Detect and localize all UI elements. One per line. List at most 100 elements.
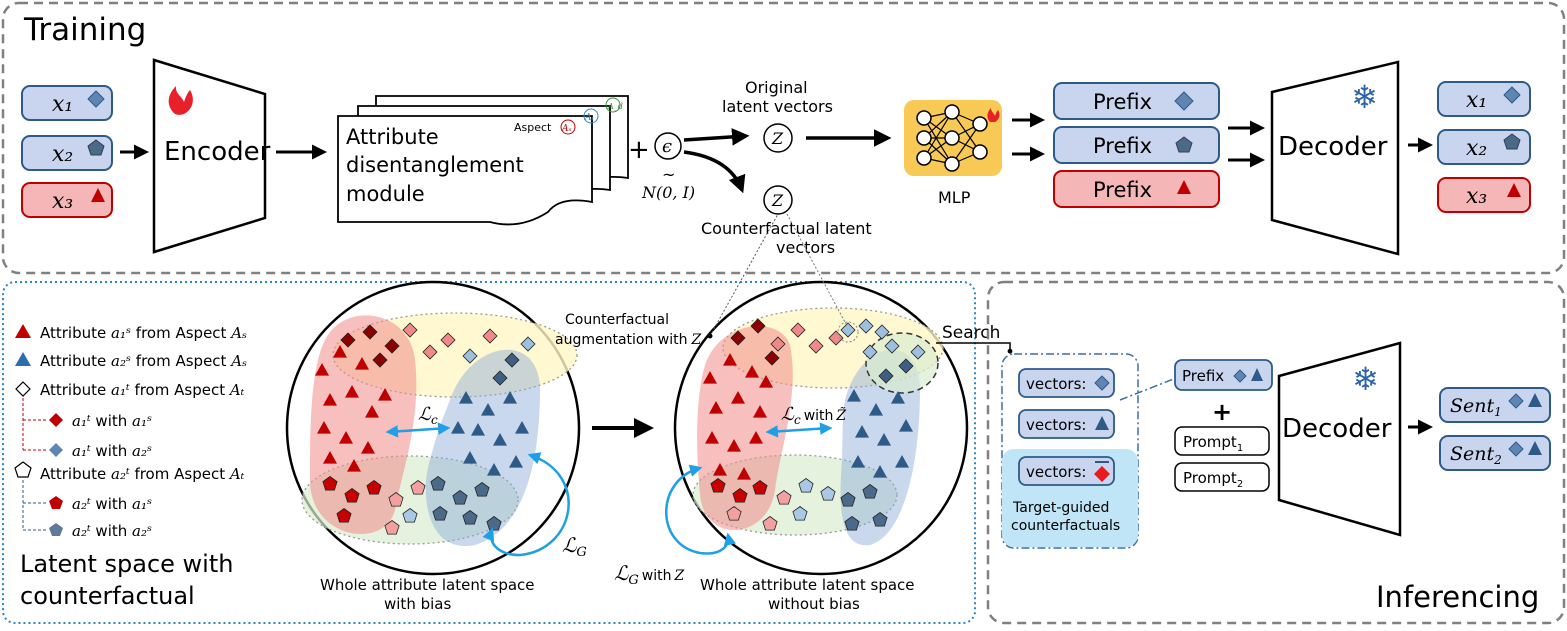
right-diamond-marker [790, 322, 806, 338]
svg-text:disentanglement: disentanglement [346, 153, 524, 177]
right-triangle-marker [727, 439, 741, 452]
left-diamond-marker [504, 352, 520, 368]
legend: Attribute a₁ˢ from Aspect Aₛ Attribute a… [14, 324, 247, 540]
right-pentagon-marker [872, 512, 888, 527]
left-diamond-marker [402, 322, 418, 338]
right-pentagon-marker [752, 480, 768, 495]
arrow-to-original [683, 128, 750, 146]
triangle-icon [1251, 368, 1263, 381]
left-triangle-marker [333, 345, 347, 358]
svg-text:x₂: x₂ [1466, 136, 1487, 161]
left-pentagon-marker [366, 480, 382, 495]
triangle-icon [1177, 180, 1191, 194]
pentagon-icon [87, 139, 105, 156]
lg-arrow-left [482, 452, 570, 557]
left-diamond-marker [384, 338, 400, 354]
pentagon-icon [49, 496, 63, 509]
svg-text:Aₜ: Aₜ [584, 113, 594, 123]
left-triangle-marker [315, 363, 329, 376]
svg-text:Sent2: Sent2 [1450, 443, 1502, 467]
sent-box-1: Sent1 [1439, 387, 1551, 423]
left-triangle-marker [515, 421, 529, 434]
svg-text:x₁: x₁ [52, 92, 73, 117]
pentagon-icon [1175, 136, 1193, 153]
svg-text:without bias: without bias [768, 595, 860, 613]
counterfactual-icon [1094, 466, 1110, 482]
svg-text:x₃: x₃ [52, 189, 73, 214]
svg-text:Z: Z [771, 129, 784, 148]
right-diamond-marker [770, 336, 786, 352]
left-pentagon-marker [344, 488, 360, 503]
svg-text:counterfactuals: counterfactuals [1011, 518, 1120, 534]
decoder-block-inference: ❄ Decoder [1277, 341, 1402, 537]
right-pentagon-marker [840, 492, 856, 507]
diamond-icon [1094, 375, 1110, 391]
counterfactual-highlight [837, 321, 859, 343]
svg-text:Encoder: Encoder [164, 137, 271, 167]
svg-text:Decoder: Decoder [1278, 132, 1388, 162]
left-pentagon-marker [402, 508, 418, 523]
prefix-box-2: Prefix [1053, 126, 1220, 164]
left-triangle-marker [471, 423, 485, 436]
cf-pointer-line-2 [786, 213, 847, 325]
right-triangle-marker [749, 431, 763, 444]
triangle-icon [91, 188, 105, 202]
right-triangle-marker [703, 371, 717, 384]
vector-box-triangle: vectors: [1018, 409, 1115, 439]
svg-text:Prefix: Prefix [1093, 178, 1152, 202]
svg-text:Attribute a₂ˢ from Aspect Aₛ: Attribute a₂ˢ from Aspect Aₛ [40, 352, 247, 370]
svg-text:with bias: with bias [384, 595, 451, 613]
disentanglement-module: Attribute disentanglement module Aspect … [337, 95, 629, 226]
left-diamond-marker [492, 370, 508, 386]
svg-text:ϵ: ϵ [662, 136, 672, 157]
left-triangle-marker [463, 451, 477, 464]
svg-text:a₁ᵗ with a₂ˢ: a₁ᵗ with a₂ˢ [72, 442, 152, 460]
diamond-icon [15, 381, 31, 397]
left-triangle-marker [347, 459, 361, 472]
lg-arrow-right [665, 464, 737, 555]
output-x2: x₂ [1437, 129, 1531, 165]
left-pentagon-marker [322, 476, 338, 491]
right-diamond-marker [898, 358, 914, 374]
svg-text:x₁: x₁ [1466, 88, 1487, 113]
right-diamond-marker [808, 338, 824, 354]
mlp-label: MLP [938, 188, 971, 207]
snowflake-icon: ❄ [1351, 78, 1378, 116]
right-triangle-marker [847, 389, 861, 402]
sent-box-2: Sent2 [1439, 435, 1551, 471]
counterfactual-z-node: Z [763, 185, 793, 215]
right-diamond-marker [884, 338, 900, 354]
snowflake-icon: ❄ [1352, 360, 1379, 398]
right-triangle-marker [851, 455, 865, 468]
svg-text:A_d: A_d [607, 102, 623, 111]
noise-label: N(0, I) [641, 183, 695, 202]
vectors-group [1001, 353, 1139, 549]
svg-text:a₁ᵗ with a₁ˢ: a₁ᵗ with a₁ˢ [72, 412, 152, 430]
left-triangle-marker [503, 391, 517, 404]
svg-text:Prompt2: Prompt2 [1183, 469, 1243, 490]
latent-panel [2, 281, 976, 624]
prompt-box-1: Prompt1 [1174, 426, 1270, 456]
right-pentagon-marker [798, 478, 814, 493]
right-diamond-marker [764, 350, 780, 366]
svg-text:Prefix: Prefix [1093, 90, 1152, 114]
right-triangle-marker [737, 467, 751, 480]
lc-arrow-right [765, 422, 833, 438]
counterfactual-label: Counterfactual latent [701, 219, 872, 238]
diamond-icon [1508, 393, 1524, 409]
triangle-icon [15, 324, 31, 338]
left-triangle-marker [365, 405, 379, 418]
right-triangle-marker [899, 419, 913, 432]
svg-text:a₂ᵗ with a₁ˢ: a₂ᵗ with a₁ˢ [72, 495, 152, 513]
pentagon-icon [14, 461, 32, 478]
mlp-block [904, 100, 1002, 176]
left-diamond-marker [372, 352, 388, 368]
diamond-icon [1503, 86, 1521, 104]
svg-text:Attribute a₁ᵗ from Aspect Aₜ: Attribute a₁ᵗ from Aspect Aₜ [40, 381, 245, 399]
right-pentagon-marker [792, 506, 808, 521]
plus-sign-inference: + [1212, 398, 1232, 426]
right-caption: Whole attribute latent space [700, 576, 915, 594]
right-diamond-marker [840, 322, 856, 338]
right-triangle-marker [759, 375, 773, 388]
